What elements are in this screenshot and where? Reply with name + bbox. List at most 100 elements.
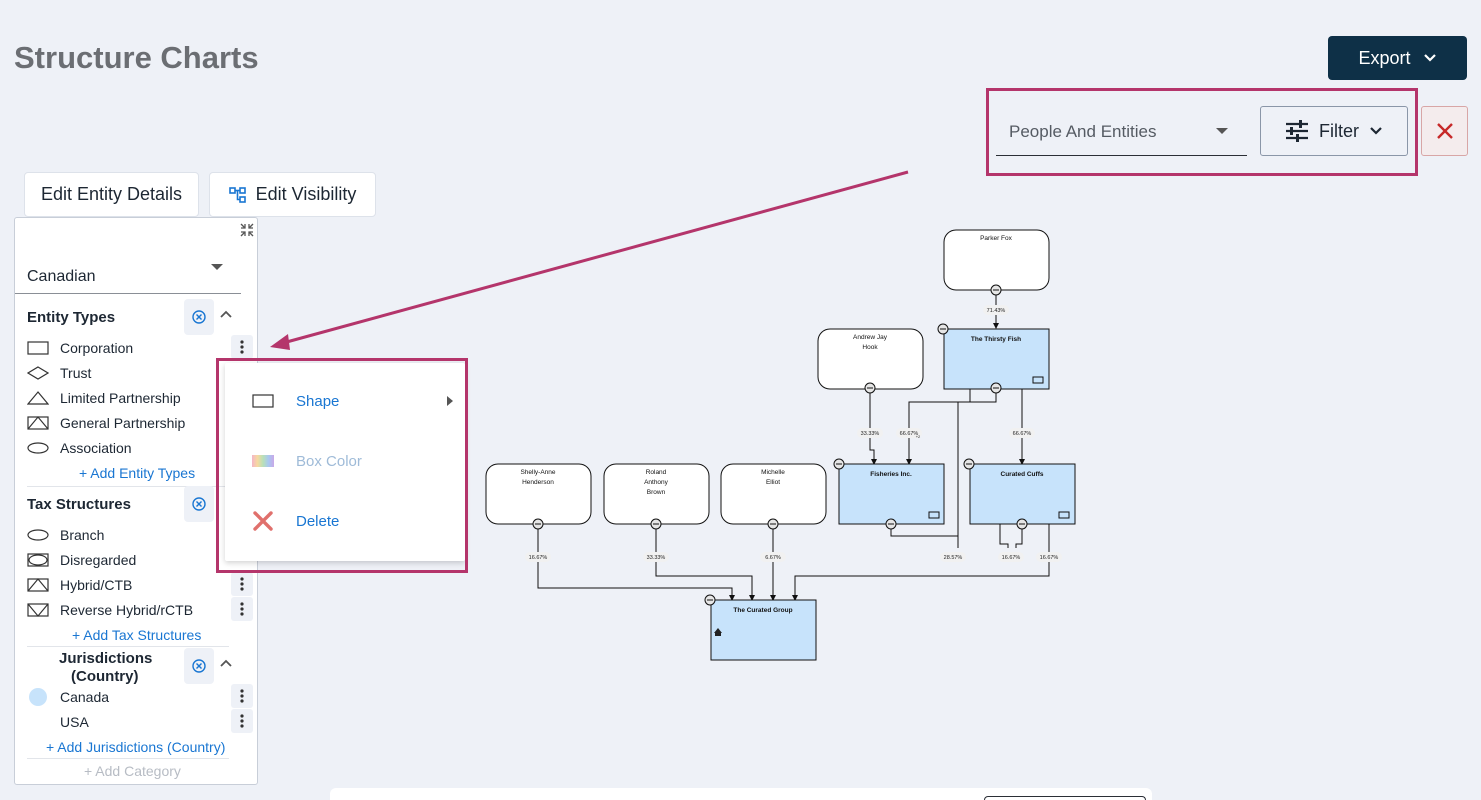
menu-item-label: Shape xyxy=(296,392,340,410)
view-select[interactable]: People And Entities xyxy=(996,108,1247,156)
tax-structure-branch: Branch xyxy=(27,524,104,546)
remove-entity-types-button[interactable] xyxy=(184,299,214,335)
node-roland-anthony-brown xyxy=(603,463,710,525)
jurisdictions-title: Jurisdictions xyxy=(59,650,153,667)
export-label: Export xyxy=(1358,47,1411,68)
more-vertical-icon xyxy=(240,340,244,354)
oval-shape-icon xyxy=(27,441,49,455)
cancel-circle-icon xyxy=(192,497,206,511)
svg-text:28.57%: 28.57% xyxy=(944,555,963,561)
chevron-up-icon[interactable] xyxy=(219,658,233,668)
context-menu: Shape Box Color Delete xyxy=(225,363,465,561)
more-vertical-icon xyxy=(240,714,244,728)
svg-text:16.67%: 16.67% xyxy=(1002,555,1021,561)
entity-type-trust: Trust xyxy=(27,362,91,384)
svg-text:66.67%: 66.67% xyxy=(1013,431,1032,437)
category-select[interactable]: Canadian xyxy=(15,238,241,294)
svg-text:Roland: Roland xyxy=(646,469,667,476)
svg-text:71.43%: 71.43% xyxy=(987,308,1006,314)
chevron-down-icon xyxy=(1423,54,1436,62)
canada-menu-button[interactable] xyxy=(231,684,253,708)
svg-text:Anthony: Anthony xyxy=(644,479,669,486)
clear-filter-button[interactable] xyxy=(1421,106,1468,156)
add-jurisdictions-link[interactable]: + Add Jurisdictions (Country) xyxy=(46,739,226,755)
oval-shape-icon xyxy=(27,528,49,542)
hybrid-menu-button[interactable] xyxy=(231,572,253,596)
menu-item-label: Box Color xyxy=(296,452,362,470)
box-triangle-shape-icon xyxy=(27,578,49,592)
svg-text:Henderson: Henderson xyxy=(522,479,554,486)
svg-text:33.33%: 33.33% xyxy=(861,431,880,437)
more-vertical-icon xyxy=(240,602,244,616)
entity-types-title: Entity Types xyxy=(27,309,116,326)
chevron-up-icon[interactable] xyxy=(219,309,233,319)
rectangle-icon xyxy=(252,390,274,412)
jurisdictions-subtitle: (Country) xyxy=(71,668,139,685)
entity-type-label: Corporation xyxy=(60,340,134,356)
svg-text:Hook: Hook xyxy=(862,344,878,351)
menu-item-shape[interactable]: Shape xyxy=(225,371,465,431)
svg-text:The Thirsty Fish: The Thirsty Fish xyxy=(971,336,1021,343)
svg-text:Fisheries Inc.: Fisheries Inc. xyxy=(870,471,912,478)
export-button[interactable]: Export xyxy=(1328,36,1467,80)
edit-entity-details-button[interactable]: Edit Entity Details xyxy=(24,172,199,217)
menu-item-delete[interactable]: Delete xyxy=(225,491,465,551)
tune-icon xyxy=(1286,120,1308,142)
tax-structure-reverse-hybrid: Reverse Hybrid/rCTB xyxy=(27,599,193,621)
add-entity-types-link[interactable]: + Add Entity Types xyxy=(79,465,196,481)
entity-type-label: Trust xyxy=(60,365,92,381)
jurisdiction-usa: USA xyxy=(27,711,89,733)
divider xyxy=(27,758,229,759)
triangle-shape-icon xyxy=(27,391,49,405)
menu-item-label: Delete xyxy=(296,512,340,530)
svg-text:16.67%: 16.67% xyxy=(1040,555,1059,561)
remove-jurisdictions-button[interactable] xyxy=(184,648,214,684)
edge-label-thirsty-cuffs: 66.67% xyxy=(1009,428,1035,438)
svg-text:33.33%: 33.33% xyxy=(647,555,666,561)
remove-tax-structures-button[interactable] xyxy=(184,486,214,522)
caret-right-icon xyxy=(447,396,453,406)
svg-text:Brown: Brown xyxy=(647,489,666,496)
bottom-toolbar-control[interactable] xyxy=(984,796,1146,800)
usa-menu-button[interactable] xyxy=(231,709,253,733)
box-inverted-triangle-shape-icon xyxy=(27,603,49,617)
edge-label-cuffs-group-a: 16.67% xyxy=(998,552,1024,562)
diamond-shape-icon xyxy=(27,366,49,380)
add-tax-structures-link[interactable]: + Add Tax Structures xyxy=(72,627,202,643)
view-select-value: People And Entities xyxy=(1009,121,1157,141)
tax-structure-label: Disregarded xyxy=(60,552,137,568)
color-palette-icon xyxy=(252,450,274,472)
color-swatch-icon xyxy=(27,688,49,706)
corporation-menu-button[interactable] xyxy=(231,335,253,359)
cancel-circle-icon xyxy=(192,310,206,324)
entity-type-corporation: Corporation xyxy=(27,337,133,359)
edge-label-thirsty-fisheries: 66.67%+2 xyxy=(896,428,922,439)
tax-structure-hybrid: Hybrid/CTB xyxy=(27,574,132,596)
node-shelly-anne-henderson xyxy=(485,463,592,525)
annotation-highlight-menu xyxy=(216,358,468,573)
tax-structures-title: Tax Structures xyxy=(27,496,131,513)
delete-x-icon xyxy=(252,510,274,532)
more-vertical-icon xyxy=(240,577,244,591)
page-title: Structure Charts xyxy=(14,40,259,75)
box-oval-shape-icon xyxy=(27,553,49,567)
node-curated-group xyxy=(710,599,817,661)
svg-text:16.67%: 16.67% xyxy=(529,555,548,561)
hierarchy-icon xyxy=(228,186,246,203)
collapse-icon[interactable] xyxy=(240,223,254,237)
reverse-hybrid-menu-button[interactable] xyxy=(231,597,253,621)
entity-type-association: Association xyxy=(27,437,132,459)
svg-text:The Curated Group: The Curated Group xyxy=(733,607,792,614)
svg-text:66.67%: 66.67% xyxy=(900,431,919,437)
no-swatch xyxy=(27,715,49,729)
svg-text:Andrew Jay: Andrew Jay xyxy=(853,334,888,341)
filter-button[interactable]: Filter xyxy=(1260,106,1408,156)
menu-item-box-color[interactable]: Box Color xyxy=(225,431,465,491)
entity-type-limited-partnership: Limited Partnership xyxy=(27,387,181,409)
node-fisheries-inc xyxy=(838,463,945,525)
add-category-link[interactable]: + Add Category xyxy=(84,763,181,779)
edit-visibility-label: Edit Visibility xyxy=(255,184,357,204)
edit-visibility-button[interactable]: Edit Visibility xyxy=(209,172,376,217)
svg-text:Parker Fox: Parker Fox xyxy=(980,235,1013,242)
node-curated-cuffs xyxy=(969,463,1076,525)
